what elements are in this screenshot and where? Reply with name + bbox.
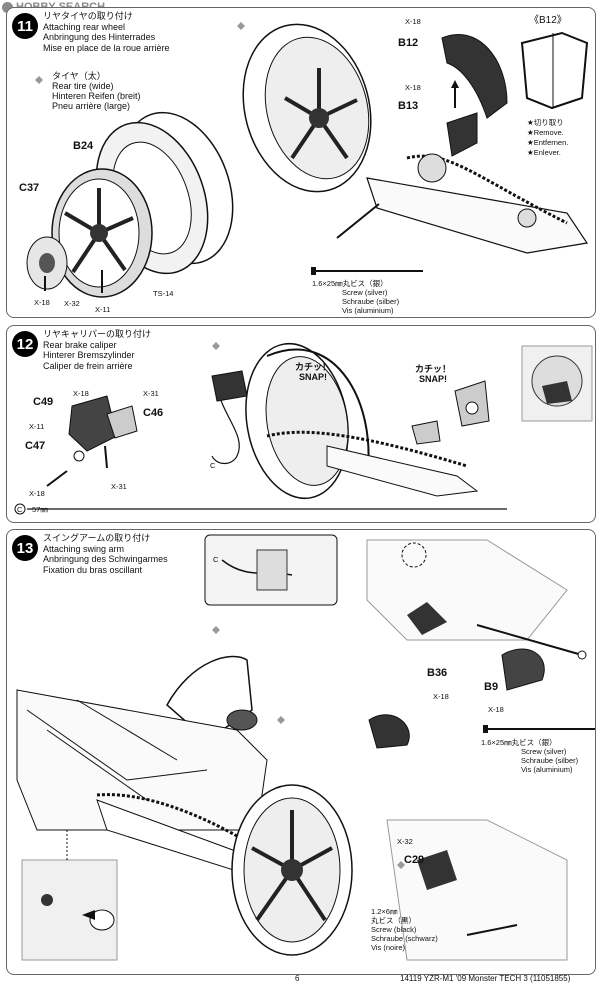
screw-en: Screw (silver) (521, 747, 567, 756)
note-line: ★切り取り (527, 118, 564, 127)
step-12-panel: 12 リヤキャリパーの取り付け Rear brake caliper Hinte… (6, 325, 596, 523)
part-label: B36 (427, 667, 448, 679)
step-number-badge: 11 (12, 13, 38, 39)
screw-en: Screw (black) (371, 925, 417, 934)
snap-jp: カチッ！ (415, 364, 452, 374)
note-line: ★Enlever. (527, 148, 561, 157)
snap-jp: カチッ！ (295, 362, 332, 372)
part-label: X-31 (111, 482, 127, 491)
step-12-illustration (14, 342, 593, 515)
part-label: X-32 (397, 837, 413, 846)
cable-length: 57㎜ (32, 505, 48, 514)
title-en: Attaching rear wheel (43, 21, 126, 32)
remove-note: ★切り取り ★Remove. ★Entfernen. ★Enlever. (527, 118, 568, 158)
snap-en: SNAP! (419, 374, 448, 384)
part-label: C49 (33, 396, 54, 408)
screw-de: Schraube (silber) (342, 297, 400, 306)
tire-de: Hinteren Reifen (breit) (52, 91, 141, 101)
cable-label: C (213, 555, 219, 564)
screw-size: 1.6×25㎜丸ビス（銀） (312, 279, 388, 288)
part-label: X-11 (29, 422, 45, 431)
part-label: X-18 (433, 692, 449, 701)
cable-label: C (17, 505, 23, 514)
title-en: Attaching swing arm (43, 543, 125, 554)
part-label: X-31 (143, 389, 159, 398)
product-code: 14119 YZR-M1 '09 Monster TECH 3 (1105185… (400, 974, 571, 983)
tire-jp: タイヤ（太） (52, 71, 106, 81)
screw-fr: Vis (noire) (371, 943, 406, 952)
screw-fr: Vis (aluminium) (342, 306, 394, 315)
step-11-heading: リヤタイヤの取り付け Attaching rear wheel Anbringu… (43, 11, 170, 53)
part-label: C46 (143, 407, 164, 419)
screw-size: 1.2×6㎜ (371, 907, 398, 916)
title-de: Anbringung des Hinterrades (43, 32, 156, 42)
note-line: ★Entfernen. (527, 138, 569, 147)
title-fr: Caliper de frein arrière (43, 360, 133, 371)
snap-note-2: カチッ！ SNAP! (415, 364, 451, 384)
step-number-badge: 12 (12, 331, 38, 357)
tire-note: タイヤ（太） Rear tire (wide) Hinteren Reifen … (52, 71, 141, 111)
title-fr: Mise en place de la roue arrière (43, 42, 170, 53)
title-de: Anbringung des Schwingarmes (43, 554, 168, 564)
part-label: X-18 (488, 705, 504, 714)
part-label: TS-14 (153, 289, 174, 298)
screw-note: 1.6×25㎜丸ビス（銀） Screw (silver) Schraube (s… (481, 738, 578, 774)
part-label: C37 (19, 182, 40, 194)
note-line: ★Remove. (527, 128, 564, 137)
part-label: B13 (398, 100, 419, 112)
snap-en: SNAP! (299, 372, 328, 382)
screw-de: Schraube (schwarz) (371, 934, 438, 943)
cable-label: C (210, 461, 216, 470)
page-number: 6 (295, 974, 300, 983)
part-label: C29 (404, 854, 425, 866)
tire-en: Rear tire (wide) (52, 81, 114, 91)
screw-size: 1.6×25㎜丸ビス（銀） (481, 738, 557, 747)
screw-jp: 丸ビス（黒） (371, 916, 416, 925)
part-label: C47 (25, 440, 46, 452)
step-11-panel: 11 リヤタイヤの取り付け Attaching rear wheel Anbri… (6, 7, 596, 318)
part-label: X-18 (405, 83, 421, 92)
screw-note: 1.6×25㎜丸ビス（銀） Screw (silver) Schraube (s… (312, 279, 399, 315)
title-jp: スイングアームの取り付け (43, 533, 151, 543)
snap-note: カチッ！ SNAP! (295, 362, 331, 382)
part-label: B24 (73, 140, 94, 152)
step-number-badge: 13 (12, 535, 38, 561)
title-jp: リヤタイヤの取り付け (43, 11, 133, 21)
step-13-heading: スイングアームの取り付け Attaching swing arm Anbring… (43, 533, 168, 575)
title-fr: Fixation du bras oscillant (43, 564, 143, 575)
part-label: X-18 (73, 389, 89, 398)
screw-de: Schraube (silber) (521, 756, 579, 765)
part-label: X-11 (95, 305, 111, 314)
step-11-illustration (26, 22, 589, 298)
step-13-panel: 13 スイングアームの取り付け Attaching swing arm Anbr… (6, 529, 596, 975)
part-label: X-18 (29, 489, 45, 498)
tire-fr: Pneu arrière (large) (52, 101, 131, 111)
part-label: 《B12》 (529, 15, 567, 26)
title-jp: リヤキャリパーの取り付け (43, 329, 152, 339)
part-label: X-18 (405, 17, 421, 26)
screw-fr: Vis (aluminium) (521, 765, 573, 774)
part-label: X-32 (64, 299, 80, 308)
part-label: X-18 (34, 298, 50, 307)
part-label: B9 (484, 681, 499, 693)
part-label: B12 (398, 37, 419, 49)
screw-en: Screw (silver) (342, 288, 388, 297)
screw-note-2: 1.2×6㎜ 丸ビス（黒） Screw (black) Schraube (sc… (371, 907, 438, 952)
title-de: Hinterer Bremszylinder (43, 350, 135, 360)
title-en: Rear brake caliper (43, 339, 117, 350)
step-13-illustration (16, 534, 595, 961)
step-12-heading: リヤキャリパーの取り付け Rear brake caliper Hinterer… (43, 329, 151, 371)
watermark-logo-icon (2, 1, 13, 13)
